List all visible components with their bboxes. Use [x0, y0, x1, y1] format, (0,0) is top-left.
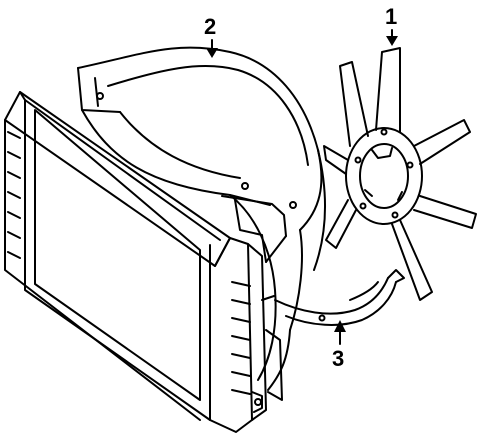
radiator — [4, 91, 283, 433]
callout-label-3: 3 — [332, 346, 344, 371]
callout-label-2: 2 — [204, 14, 216, 39]
callout-1: 1 — [385, 4, 398, 46]
callout-arrow-3 — [334, 320, 346, 332]
cooling-fan — [323, 47, 477, 301]
callout-2: 2 — [204, 14, 218, 58]
fan-shroud — [77, 46, 326, 391]
callout-arrow-2 — [206, 48, 218, 58]
callout-label-1: 1 — [385, 4, 397, 29]
lower-fan-shroud — [274, 269, 405, 326]
callout-3: 3 — [332, 320, 346, 371]
callout-arrow-1 — [386, 36, 398, 46]
